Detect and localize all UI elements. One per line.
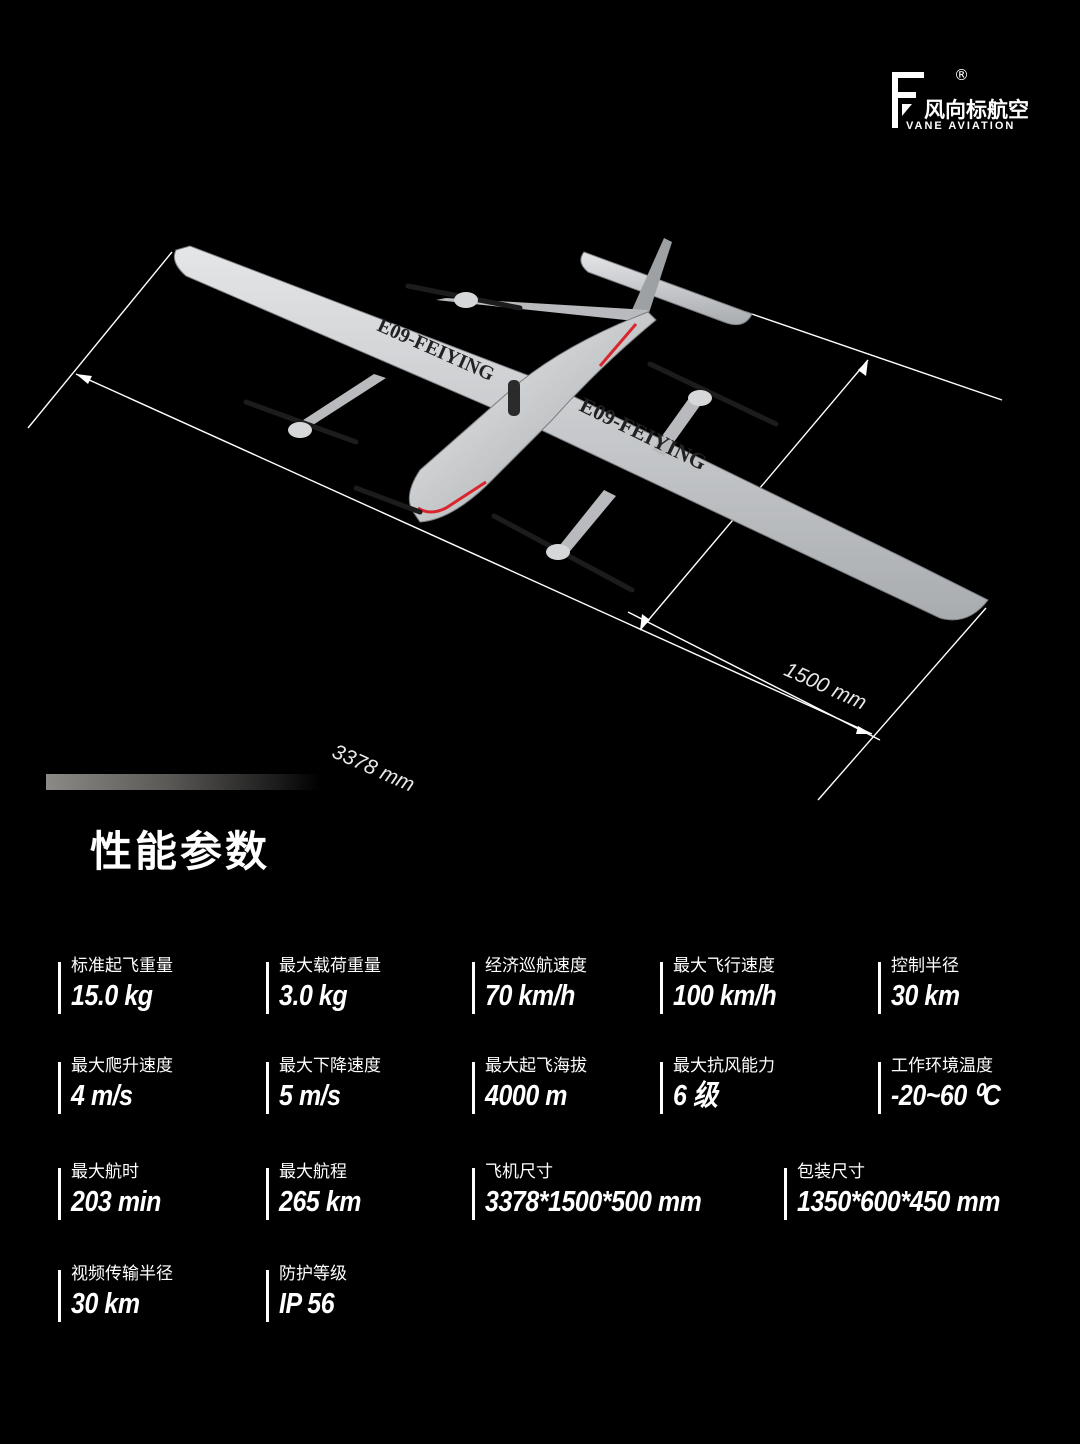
spec-label: 防护等级: [279, 1264, 347, 1284]
spec-control-radius: 控制半径 30 km: [878, 956, 971, 1014]
spec-label: 飞机尺寸: [485, 1162, 553, 1182]
spec-takeoff-weight: 标准起飞重量 15.0 kg: [58, 956, 173, 1014]
spec-value: 1350*600*450 mm: [797, 1186, 1000, 1218]
spec-max-speed: 最大飞行速度 100 km/h: [660, 956, 793, 1014]
spec-range: 最大航程 265 km: [266, 1162, 374, 1220]
brand-name-cn: 风向标航空: [924, 98, 1029, 122]
spec-value: 70 km/h: [485, 980, 575, 1012]
aircraft-illustration: E09-FEIYING E09-FEIYING: [27, 238, 1003, 801]
spec-label: 最大爬升速度: [71, 1056, 173, 1076]
spec-value: 203 min: [71, 1186, 161, 1218]
spec-value: 3.0 kg: [279, 980, 348, 1012]
spec-max-altitude: 最大起飞海拔 4000 m: [472, 1056, 587, 1114]
spec-value: 4000 m: [485, 1080, 568, 1112]
spec-value: -20~60 ⁰C: [891, 1080, 1001, 1112]
spec-value: 3378*1500*500 mm: [485, 1186, 702, 1218]
section-title: 性能参数: [90, 827, 271, 876]
spec-climb-rate: 最大爬升速度 4 m/s: [58, 1056, 173, 1114]
brand-name-en: VANE AVIATION: [906, 120, 1016, 132]
spec-value: IP 56: [279, 1288, 335, 1320]
section-divider: [46, 774, 320, 790]
spec-value: 30 km: [71, 1288, 140, 1320]
brand-logo: ® 风向标航空 VANE AVIATION: [888, 66, 1038, 136]
spec-label: 最大起飞海拔: [485, 1056, 587, 1076]
registered-mark: ®: [954, 66, 969, 84]
spec-label: 最大下降速度: [279, 1056, 381, 1076]
spec-label: 最大载荷重量: [279, 956, 381, 976]
spec-cruise-speed: 经济巡航速度 70 km/h: [472, 956, 590, 1014]
spec-value: 15.0 kg: [71, 980, 153, 1012]
spec-aircraft-size: 飞机尺寸 3378*1500*500 mm: [472, 1162, 737, 1220]
spec-endurance: 最大航时 203 min: [58, 1162, 176, 1220]
vane-logo-icon: [892, 72, 924, 128]
spec-value: 6 级: [673, 1080, 718, 1112]
spec-label: 控制半径: [891, 956, 959, 976]
spec-package-size: 包装尺寸 1350*600*450 mm: [784, 1162, 1033, 1220]
spec-wind-resistance: 最大抗风能力 6 级: [660, 1056, 775, 1114]
spec-value: 100 km/h: [673, 980, 777, 1012]
spec-label: 工作环境温度: [891, 1056, 993, 1076]
spec-value: 5 m/s: [279, 1080, 341, 1112]
spec-label: 包装尺寸: [797, 1162, 865, 1182]
aircraft-hero: E09-FEIYING E09-FEIYING 3378 mm 1500 mm: [0, 200, 1080, 820]
spec-payload-weight: 最大载荷重量 3.0 kg: [266, 956, 381, 1014]
spec-value: 30 km: [891, 980, 960, 1012]
spec-protection-rating: 防护等级 IP 56: [266, 1264, 347, 1322]
spec-label: 最大飞行速度: [673, 956, 775, 976]
spec-label: 最大航时: [71, 1162, 139, 1182]
spec-value: 4 m/s: [71, 1080, 133, 1112]
spec-label: 视频传输半径: [71, 1264, 173, 1284]
spec-label: 经济巡航速度: [485, 956, 587, 976]
spec-label: 标准起飞重量: [71, 956, 173, 976]
spec-value: 265 km: [279, 1186, 362, 1218]
spec-operating-temp: 工作环境温度 -20~60 ⁰C: [878, 1056, 1018, 1114]
spec-label: 最大抗风能力: [673, 1056, 775, 1076]
spec-descent-rate: 最大下降速度 5 m/s: [266, 1056, 381, 1114]
spec-label: 最大航程: [279, 1162, 347, 1182]
spec-video-radius: 视频传输半径 30 km: [58, 1264, 173, 1322]
